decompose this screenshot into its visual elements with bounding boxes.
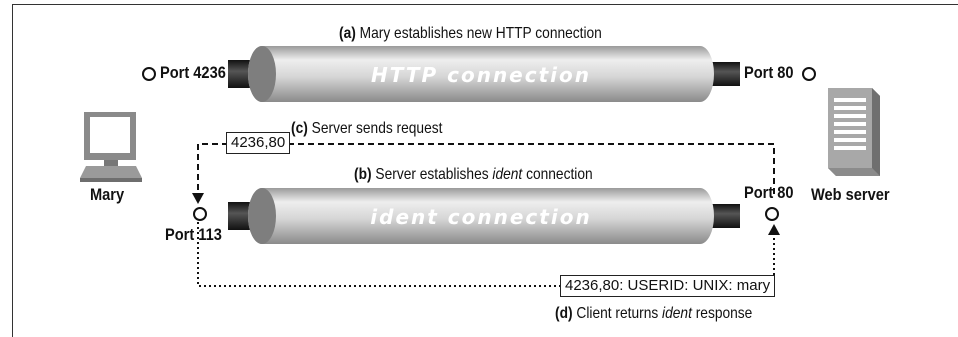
step-b-label: (b) Server establishes ident connection: [354, 166, 593, 184]
step-b-text-em: ident: [492, 166, 523, 183]
computer-icon: [80, 112, 142, 182]
response-value-box: 4236,80: USERID: UNIX: mary: [560, 275, 776, 297]
port-80-ident-label: Port 80: [744, 183, 794, 202]
figure-frame: [12, 4, 958, 337]
request-arrow-head: [192, 193, 204, 204]
response-path: [197, 222, 780, 287]
step-d-text-after: response: [691, 305, 753, 322]
http-pipe-label: HTTP connection: [371, 63, 591, 87]
port-80-http-circle: [802, 67, 816, 81]
response-arrow-head: [768, 224, 780, 235]
step-a-text: Mary establishes new HTTP connection: [359, 25, 602, 42]
step-d-text-before: Client returns: [576, 305, 663, 322]
request-path: [192, 143, 775, 204]
client-node-label: Mary: [90, 185, 125, 204]
port-113-label: Port 113: [165, 225, 222, 244]
port-80-http-label: Port 80: [744, 63, 794, 82]
port-4236-circle: [142, 67, 156, 81]
step-a-label: (a) Mary establishes new HTTP connection: [339, 25, 602, 43]
step-a-prefix: (a): [339, 25, 356, 42]
port-113-circle: [193, 207, 207, 221]
server-node-label: Web server: [811, 185, 890, 204]
step-d-prefix: (d): [555, 305, 573, 322]
ident-connection-pipe: ident connection: [228, 188, 740, 244]
http-connection-pipe: HTTP connection: [228, 46, 740, 102]
step-c-text: Server sends request: [311, 120, 443, 137]
port-4236-label: Port 4236: [160, 63, 226, 82]
step-b-text-before: Server establishes: [375, 166, 493, 183]
request-value-box: 4236,80: [226, 132, 291, 154]
step-b-prefix: (b): [354, 166, 372, 183]
web-server-icon: [828, 88, 880, 176]
step-d-label: (d) Client returns ident response: [555, 305, 752, 323]
step-d-text-em: ident: [662, 305, 692, 322]
step-b-text-after: connection: [522, 166, 593, 183]
step-c-prefix: (c): [291, 120, 308, 137]
port-80-ident-circle: [765, 207, 779, 221]
ident-pipe-label: ident connection: [370, 205, 591, 229]
step-c-label: (c) Server sends request: [291, 120, 442, 138]
